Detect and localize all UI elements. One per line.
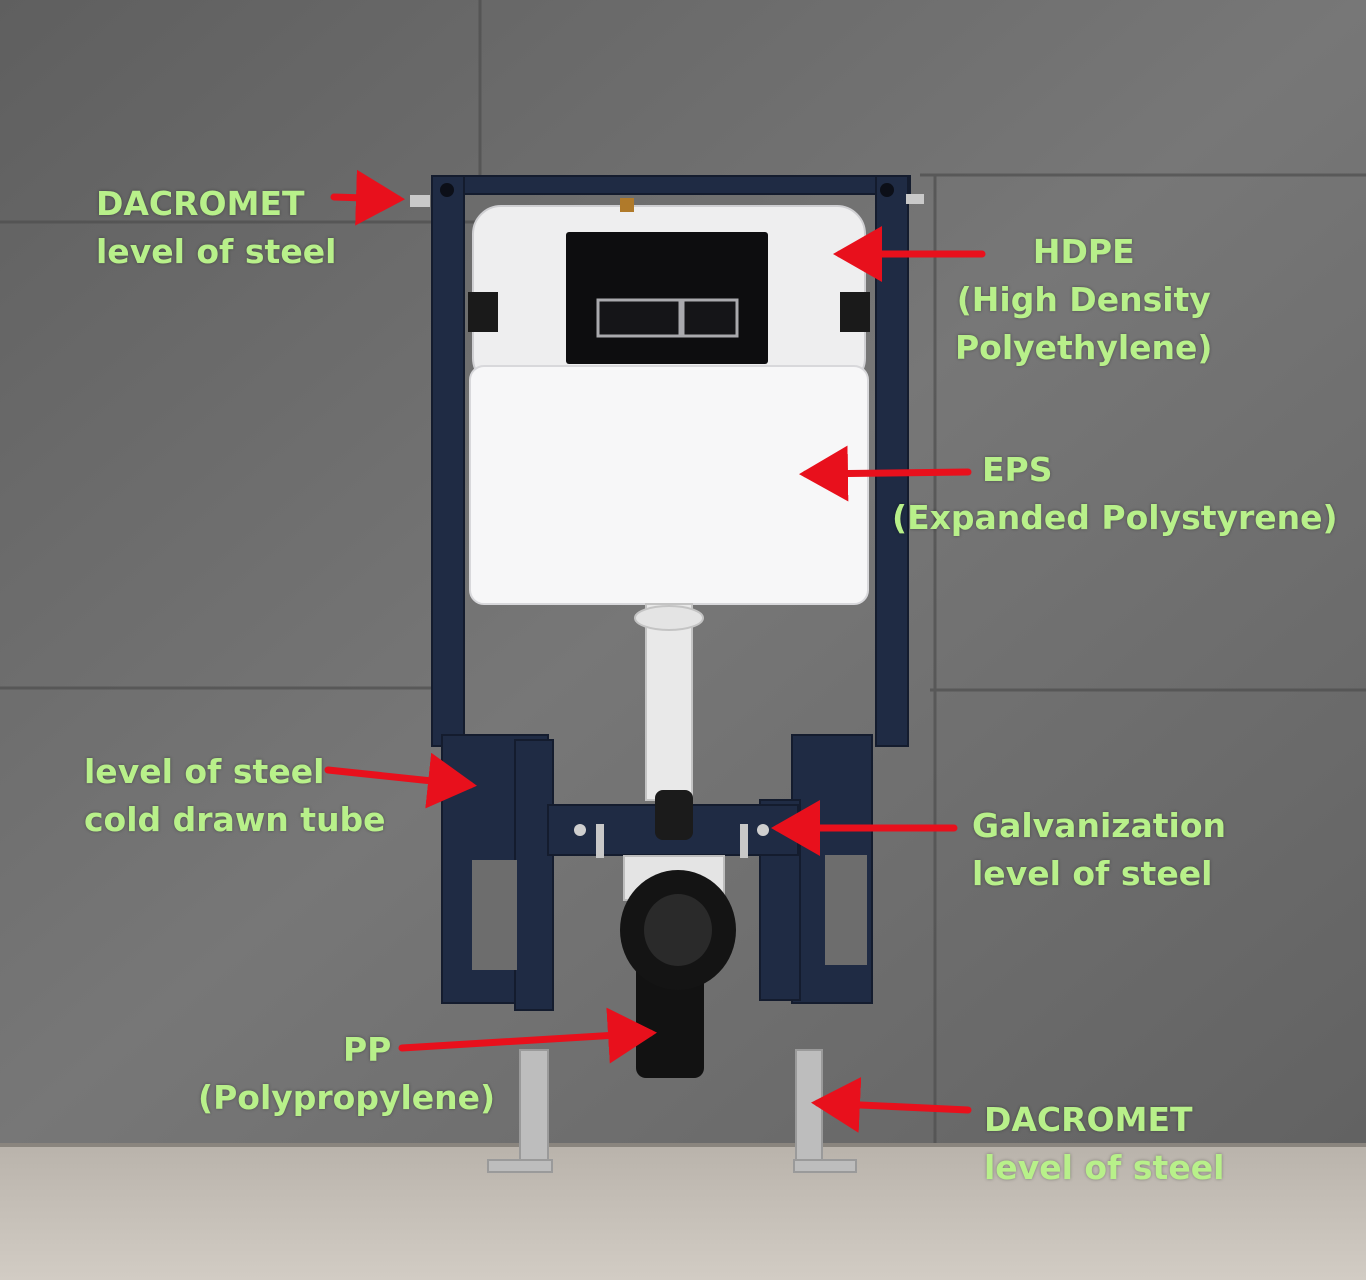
arrow-cold-drawn: [324, 752, 477, 809]
label-line: level of steel: [96, 232, 337, 271]
flush-pipe: [645, 603, 693, 801]
flush-plate: [566, 232, 768, 364]
top-left-bolt: [440, 183, 454, 197]
label-galvanization: Galvanization level of steel: [972, 802, 1226, 898]
label-line: (High Density: [956, 280, 1211, 319]
label-hdpe: HDPE (High Density Polyethylene): [955, 228, 1213, 372]
label-line: (Polypropylene): [198, 1078, 496, 1117]
label-line: level of steel: [84, 752, 325, 791]
label-eps: EPS (Expanded Polystyrene): [892, 446, 1338, 542]
callout-arrows: [324, 169, 986, 1133]
flush-button-left: [596, 298, 682, 338]
label-line: DACROMET: [984, 1100, 1193, 1139]
label-line: DACROMET: [96, 184, 305, 223]
label-line: Galvanization: [972, 806, 1226, 845]
arrow-dacromet-bottom: [811, 1076, 972, 1133]
label-line: level of steel: [984, 1148, 1225, 1187]
label-line: EPS: [982, 450, 1053, 489]
arrow-pp: [398, 1007, 657, 1064]
label-line: (Expanded Polystyrene): [892, 498, 1338, 537]
label-dacromet-top: DACROMET level of steel: [96, 180, 336, 276]
label-line: level of steel: [972, 854, 1213, 893]
label-dacromet-bottom: DACROMET level of steel: [984, 1096, 1224, 1192]
eps-panel: [469, 365, 869, 605]
floor: [0, 1145, 1366, 1280]
steel-legs: [487, 1049, 857, 1173]
label-line: cold drawn tube: [84, 800, 386, 839]
label-line: PP: [343, 1030, 392, 1069]
arrow-dacromet-top: [330, 169, 405, 226]
label-pp: PP (Polypropylene): [198, 1026, 495, 1122]
flush-button-right: [681, 298, 739, 338]
label-line: HDPE: [1032, 232, 1135, 271]
label-line: Polyethylene): [955, 328, 1213, 367]
label-cold-drawn: level of steel cold drawn tube: [84, 748, 386, 844]
top-right-bolt: [880, 183, 894, 197]
arrow-eps: [799, 445, 972, 502]
